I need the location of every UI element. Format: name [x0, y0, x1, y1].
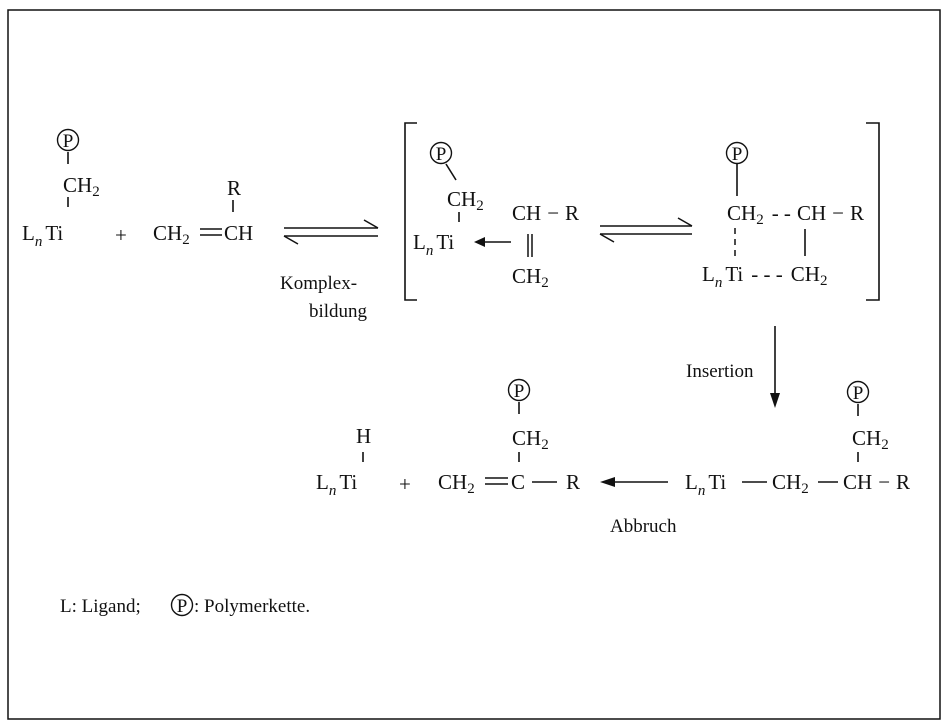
coordination-arrowhead	[474, 237, 485, 247]
terminated-polymer: P CH2 CH2 C R	[438, 378, 580, 497]
insertion-arrow	[770, 326, 780, 408]
plus-sign: +	[115, 223, 127, 247]
legend-ligand: L: Ligand;	[60, 596, 141, 617]
ch2-text: CH2	[153, 221, 190, 248]
bond	[445, 163, 457, 181]
bracket-left	[404, 122, 417, 301]
legend-polymer: : Polymerkette.	[194, 596, 310, 617]
label-komplex: Komplex-	[280, 273, 357, 294]
ch-text: CH	[224, 221, 253, 245]
polymer-symbol: P	[436, 144, 447, 165]
r-text: R	[227, 176, 241, 200]
polymer-symbol: P	[732, 144, 743, 165]
c-text: C	[511, 470, 525, 494]
polymer-symbol: P	[514, 381, 525, 402]
polymer-circle	[846, 380, 870, 404]
ch2-text: CH2	[63, 173, 100, 200]
ch2-text: CH2	[438, 470, 475, 497]
label-bildung: bildung	[309, 301, 368, 322]
bracket-right	[866, 122, 880, 301]
ch2-text: CH2	[512, 426, 549, 453]
equilibrium-arrow-1	[283, 219, 379, 245]
polymer-symbol: P	[63, 131, 74, 152]
label-abbruch: Abbruch	[610, 516, 677, 537]
polymer-symbol: P	[177, 596, 188, 617]
ch2-ch-r-text: CH2- -CH−R	[727, 201, 864, 228]
equilibrium-arrow-2	[599, 217, 693, 243]
h-text: H	[356, 424, 371, 448]
plus-sign: +	[399, 472, 411, 496]
polymer-circle	[56, 128, 80, 152]
ch2-text: CH2	[512, 264, 549, 291]
polymer-circle	[725, 141, 749, 165]
r-text: R	[566, 470, 580, 494]
polymer-symbol: P	[853, 383, 864, 404]
ch-r-text: CH−R	[512, 201, 579, 225]
ch2-text: CH2	[447, 187, 484, 214]
ch2-text: CH2	[772, 470, 809, 497]
abbruch-arrow	[600, 477, 668, 487]
polymer-circle	[170, 593, 194, 617]
label-insertion: Insertion	[686, 361, 754, 382]
polymer-circle	[429, 141, 453, 165]
polymer-circle	[507, 378, 531, 402]
legend: L: Ligand; P : Polymerkette.	[60, 593, 310, 617]
ch2-text: CH2	[852, 426, 889, 453]
species-olefin: R CH2 CH	[153, 176, 253, 248]
ch-r-text: CH−R	[843, 470, 910, 494]
scheme-border	[7, 9, 941, 720]
